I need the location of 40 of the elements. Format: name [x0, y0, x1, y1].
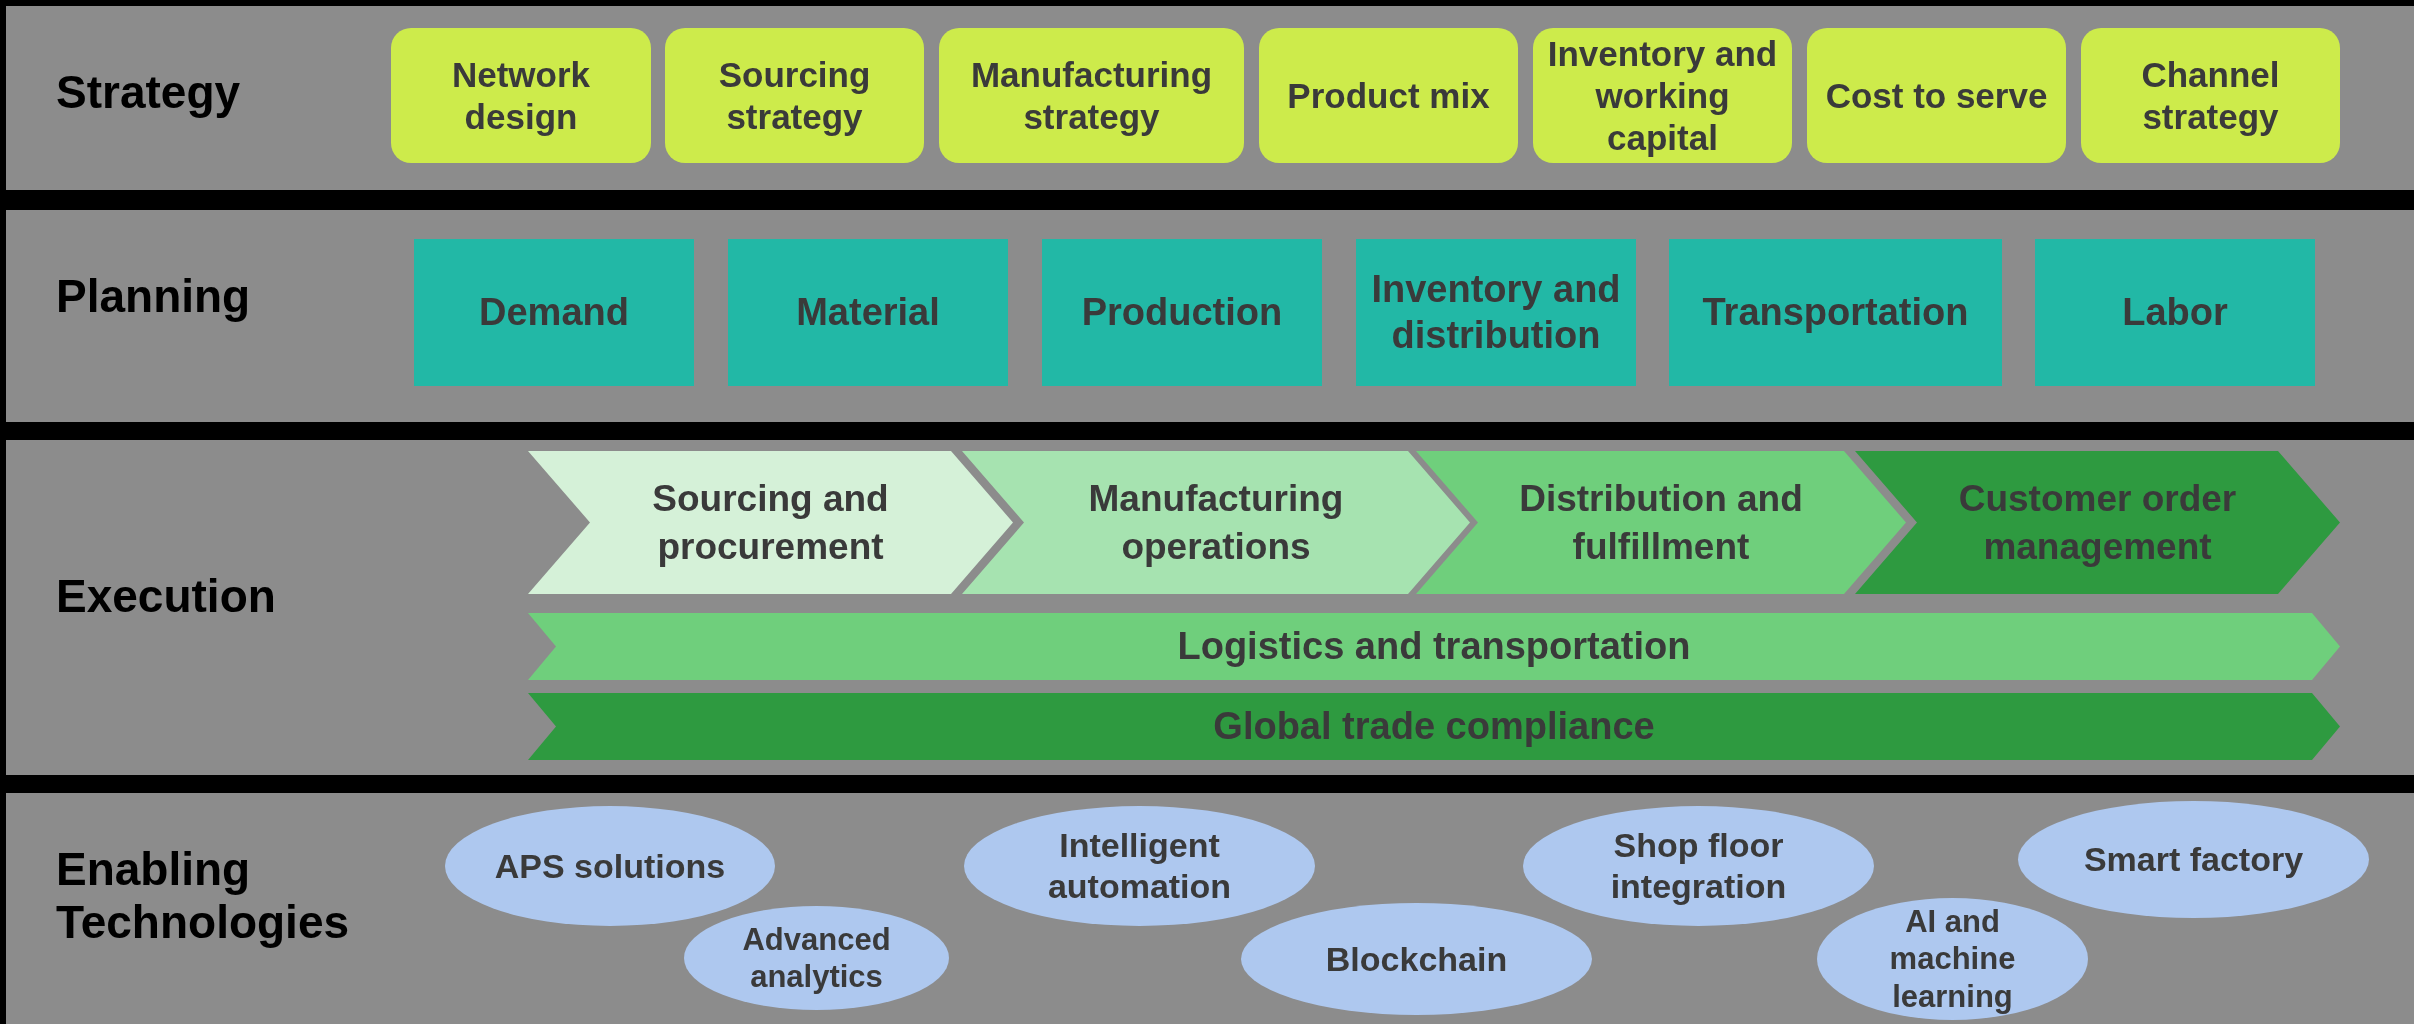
- technology-ellipse: APS solutions: [445, 806, 775, 926]
- strategy-box: Cost to serve: [1807, 28, 2066, 163]
- chevron-step: [528, 451, 1013, 594]
- step-label: Distribution and fulfillment: [1518, 476, 1804, 569]
- planning-box: Material: [728, 239, 1008, 386]
- step-label: Manufacturing operations: [1087, 476, 1345, 569]
- layer-title: Planning: [56, 270, 251, 323]
- technology-ellipse: Intelligent automation: [964, 806, 1315, 926]
- bar-label: Logistics and transportation: [1176, 623, 1692, 669]
- layer-band: [6, 6, 2414, 190]
- strategy-box: Manufacturing strategy: [939, 28, 1244, 163]
- step-label: Customer order management: [1957, 476, 2238, 569]
- planning-box: Inventory and distribution: [1356, 239, 1636, 386]
- layer-title: Enabling Technologies: [56, 843, 351, 949]
- planning-box: Transportation: [1669, 239, 2002, 386]
- layer-band: [6, 440, 2414, 775]
- strategy-box: Product mix: [1259, 28, 1518, 163]
- strategy-box: Channel strategy: [2081, 28, 2340, 163]
- layer-band: [6, 793, 2414, 1024]
- technology-ellipse: Smart factory: [2018, 801, 2369, 918]
- arrow-bar: [528, 693, 2340, 760]
- chevron-step: [962, 451, 1470, 594]
- strategy-box: Sourcing strategy: [665, 28, 924, 163]
- strategy-box: Inventory and working capital: [1533, 28, 1792, 163]
- technology-ellipse: Blockchain: [1241, 903, 1592, 1015]
- planning-box: Production: [1042, 239, 1322, 386]
- step-label: Sourcing and procurement: [651, 476, 890, 569]
- technology-ellipse: Shop floor integration: [1523, 806, 1874, 926]
- layer-title: Execution: [56, 570, 276, 623]
- arrow-bar: [528, 613, 2340, 680]
- planning-box: Labor: [2035, 239, 2315, 386]
- chevron-step: [1416, 451, 1906, 594]
- layer-title: Strategy: [56, 66, 241, 119]
- strategy-box: Network design: [391, 28, 651, 163]
- technology-ellipse: AI and machine learning: [1817, 898, 2088, 1020]
- technology-ellipse: Advanced analytics: [684, 906, 949, 1010]
- bar-label: Global trade compliance: [1212, 703, 1656, 749]
- chevron-step: [1855, 451, 2340, 594]
- layer-band: [6, 210, 2414, 422]
- planning-box: Demand: [414, 239, 694, 386]
